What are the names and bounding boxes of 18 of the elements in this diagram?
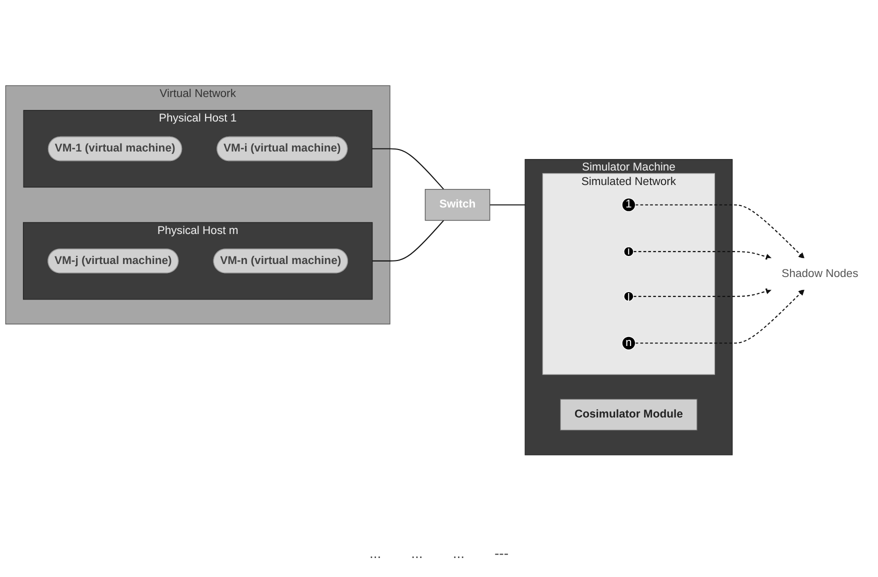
node-text: Shadow Nodes: [782, 267, 858, 280]
node-box: Cosimulator Module: [560, 398, 698, 430]
node-circle: n: [622, 336, 636, 350]
node-circle: i: [624, 246, 634, 256]
arrow: [635, 204, 805, 258]
ellipsis-note: ---: [494, 545, 508, 561]
ellipsis-note: ...: [369, 545, 382, 561]
connector: [372, 220, 444, 262]
connector: [490, 204, 526, 206]
node-box: Switch: [424, 188, 490, 220]
arrow: [633, 250, 772, 260]
arrow: [633, 288, 772, 297]
node-circle: 1: [622, 198, 636, 212]
node-circle: j: [624, 291, 634, 302]
connector: [372, 148, 444, 190]
arrow: [635, 288, 805, 344]
ellipsis-note: ...: [452, 545, 464, 561]
ellipsis-note: ...: [411, 545, 423, 561]
